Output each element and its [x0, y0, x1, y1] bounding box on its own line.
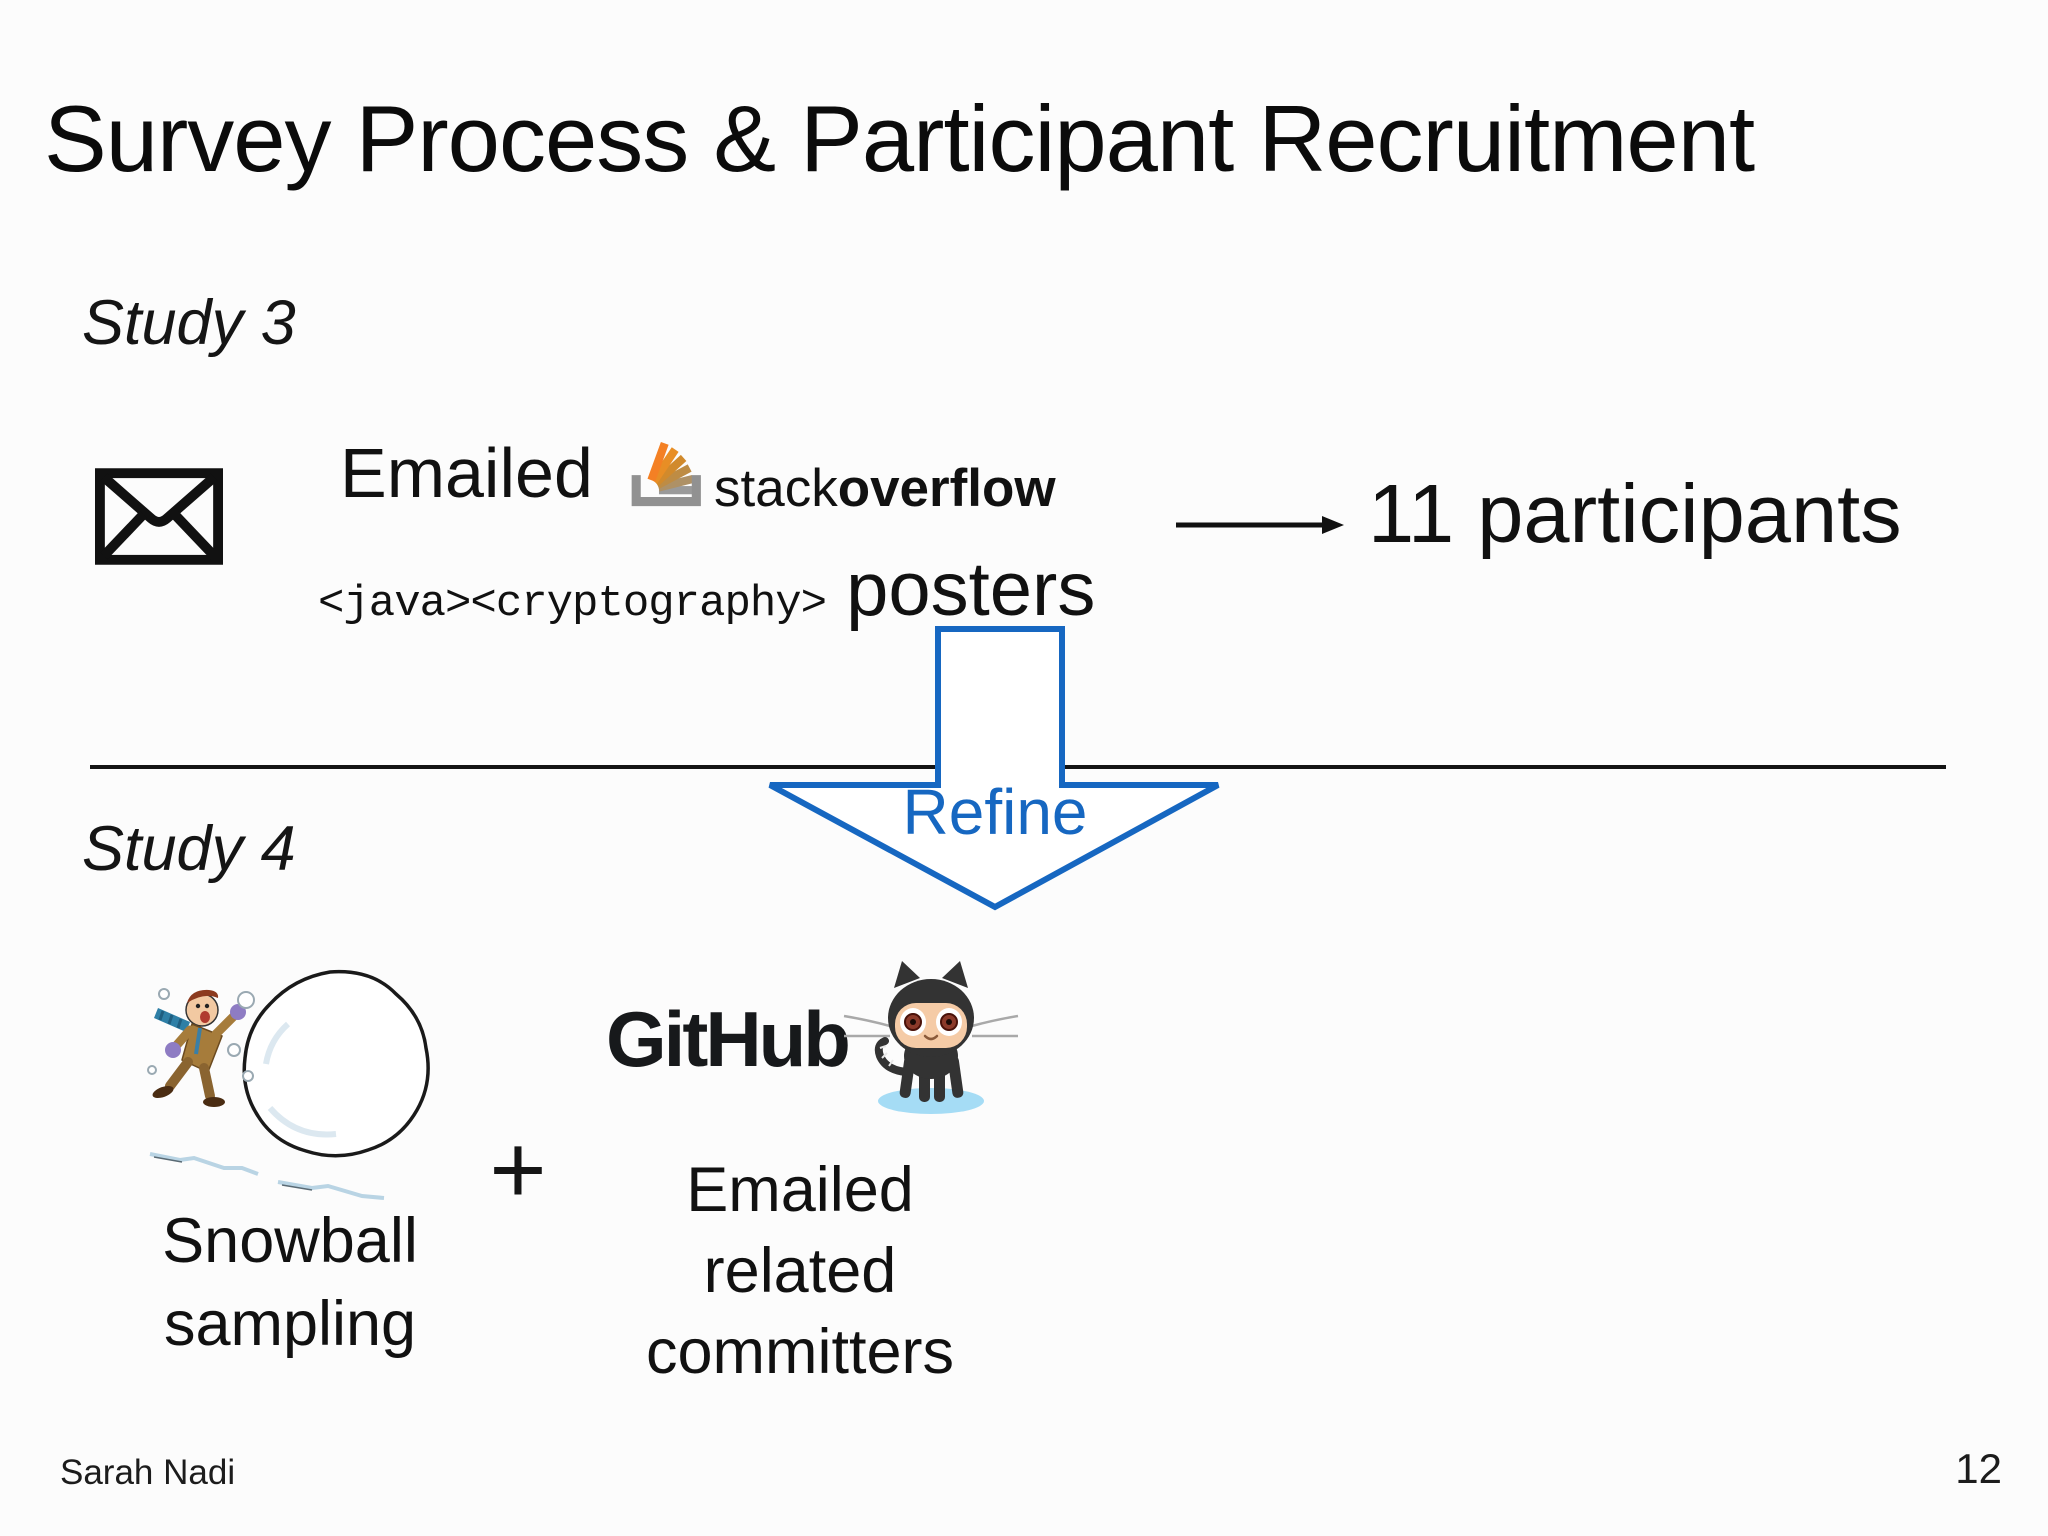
snowball-caption-line2: sampling — [163, 1289, 417, 1359]
plus-sign: + — [489, 1114, 547, 1224]
tags-code-text: <java><cryptography> — [318, 579, 827, 629]
page-number: 12 — [1955, 1445, 2002, 1492]
snowball-caption-line1: Snowball — [162, 1206, 418, 1276]
github-caption-line2: related — [703, 1236, 897, 1306]
arrow-right-icon — [1176, 516, 1344, 534]
study3-label: Study 3 — [82, 288, 296, 358]
snowball-caption: Snowball sampling — [110, 1200, 470, 1366]
github-caption-line3: committers — [645, 1317, 955, 1387]
stackoverflow-wordmark: stackoverflow — [714, 462, 1056, 515]
github-wordmark: GitHub — [606, 995, 851, 1083]
stackoverflow-logo-icon — [631, 441, 701, 507]
github-caption-line1: Emailed — [686, 1155, 914, 1225]
running-man-figure — [147, 988, 255, 1107]
github-caption: Emailed related committers — [600, 1150, 1000, 1393]
page-title: Survey Process & Participant Recruitment — [44, 86, 1755, 191]
stackoverflow-wordmark-stack: stack — [714, 459, 838, 518]
emailed-text: Emailed — [340, 434, 593, 512]
github-octocat-icon — [843, 961, 1019, 1114]
posters-text: posters — [846, 547, 1096, 632]
footer-author: Sarah Nadi — [60, 1453, 236, 1492]
study4-label: Study 4 — [82, 814, 296, 884]
refine-label: Refine — [902, 776, 1088, 848]
participants-result: 11 participants — [1368, 467, 1902, 560]
envelope-icon — [95, 468, 223, 565]
stackoverflow-wordmark-overflow: overflow — [837, 459, 1056, 518]
refine-down-arrow — [768, 626, 1220, 911]
tags-posters-line: <java><cryptography> posters — [318, 552, 1095, 628]
snowball-cartoon-image — [147, 969, 430, 1200]
